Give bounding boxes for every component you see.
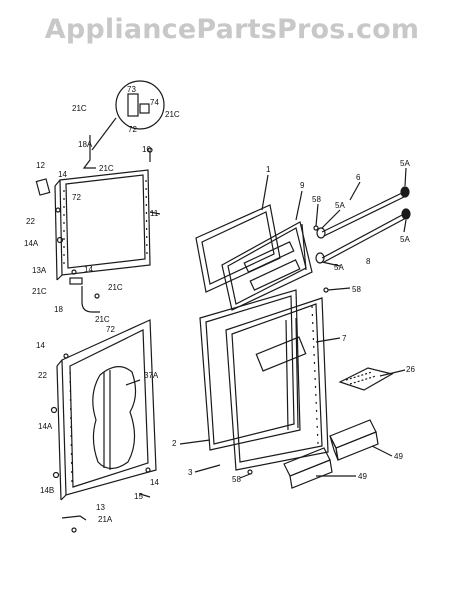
label-14-3: 14 (36, 341, 45, 350)
label-22-2: 22 (38, 371, 47, 380)
label-8: 8 (366, 257, 371, 266)
label-21c-1: 21C (165, 110, 180, 119)
label-14a-2: 14A (38, 422, 53, 431)
label-21c-3: 21C (99, 164, 114, 173)
freezer-door-panel (54, 169, 151, 281)
label-58-3: 58 (232, 475, 241, 484)
fresh-food-door-panel (56, 319, 157, 501)
label-18a: 18A (78, 140, 93, 149)
label-72-2: 72 (72, 193, 81, 202)
label-21c-5: 21C (108, 283, 123, 292)
label-5a-3: 5A (400, 235, 410, 244)
egg-tray (338, 367, 394, 391)
label-14-4: 14 (150, 478, 159, 487)
label-73: 73 (127, 85, 136, 94)
label-74: 74 (150, 98, 159, 107)
door-bin-upper (329, 419, 379, 461)
label-5a-1: 5A (400, 159, 410, 168)
label-1: 1 (266, 165, 271, 174)
label-72-1: 72 (128, 125, 137, 134)
door-bin-lower (283, 447, 333, 489)
top-hinge-bracket (82, 135, 96, 169)
label-18: 18 (54, 305, 63, 314)
shelf-rod-8 (321, 213, 405, 259)
label-49-1: 49 (394, 452, 403, 461)
label-7: 7 (342, 334, 347, 343)
label-37a: 37A (144, 371, 159, 380)
label-6: 6 (356, 173, 361, 182)
shelf-rod-6 (321, 191, 405, 233)
watermark-banner: AppliancePartsPros.com (0, 0, 464, 60)
label-14a-1: 14A (24, 239, 39, 248)
hinge-detail-inset (91, 80, 165, 151)
label-14-2: 14 (84, 265, 93, 274)
label-14-1: 14 (58, 170, 67, 179)
label-58-1: 58 (312, 195, 321, 204)
label-13: 13 (96, 503, 105, 512)
label-49-2: 49 (358, 472, 367, 481)
freezer-handle (35, 178, 51, 196)
label-21c-6: 21C (95, 315, 110, 324)
label-13a: 13A (32, 266, 47, 275)
label-5a-4: 5A (334, 263, 344, 272)
label-5a-2: 5A (335, 201, 345, 210)
label-72-3: 72 (106, 325, 115, 334)
bottom-hinge (61, 515, 87, 521)
watermark-logo: AppliancePartsPros.com (44, 14, 420, 45)
label-21c-2: 21C (72, 104, 87, 113)
label-15: 15 (134, 492, 143, 501)
callout-labels: 73 74 21C 21C 72 18A 10 21C 12 14 72 22 … (24, 85, 415, 524)
label-3: 3 (188, 468, 193, 477)
label-12: 12 (36, 161, 45, 170)
freezer-door-liner (221, 221, 313, 311)
label-11: 11 (150, 209, 159, 218)
label-22-1: 22 (26, 217, 35, 226)
fresh-food-door-liner (225, 297, 329, 471)
label-26: 26 (406, 365, 415, 374)
label-14b: 14B (40, 486, 54, 495)
middle-hinge (81, 286, 100, 313)
gasket-fresh-food (199, 289, 301, 451)
label-58-2: 58 (352, 285, 361, 294)
label-21c-4: 21C (32, 287, 47, 296)
label-9: 9 (300, 181, 305, 190)
label-2: 2 (172, 439, 177, 448)
label-10: 10 (142, 145, 151, 154)
label-21a: 21A (98, 515, 113, 524)
